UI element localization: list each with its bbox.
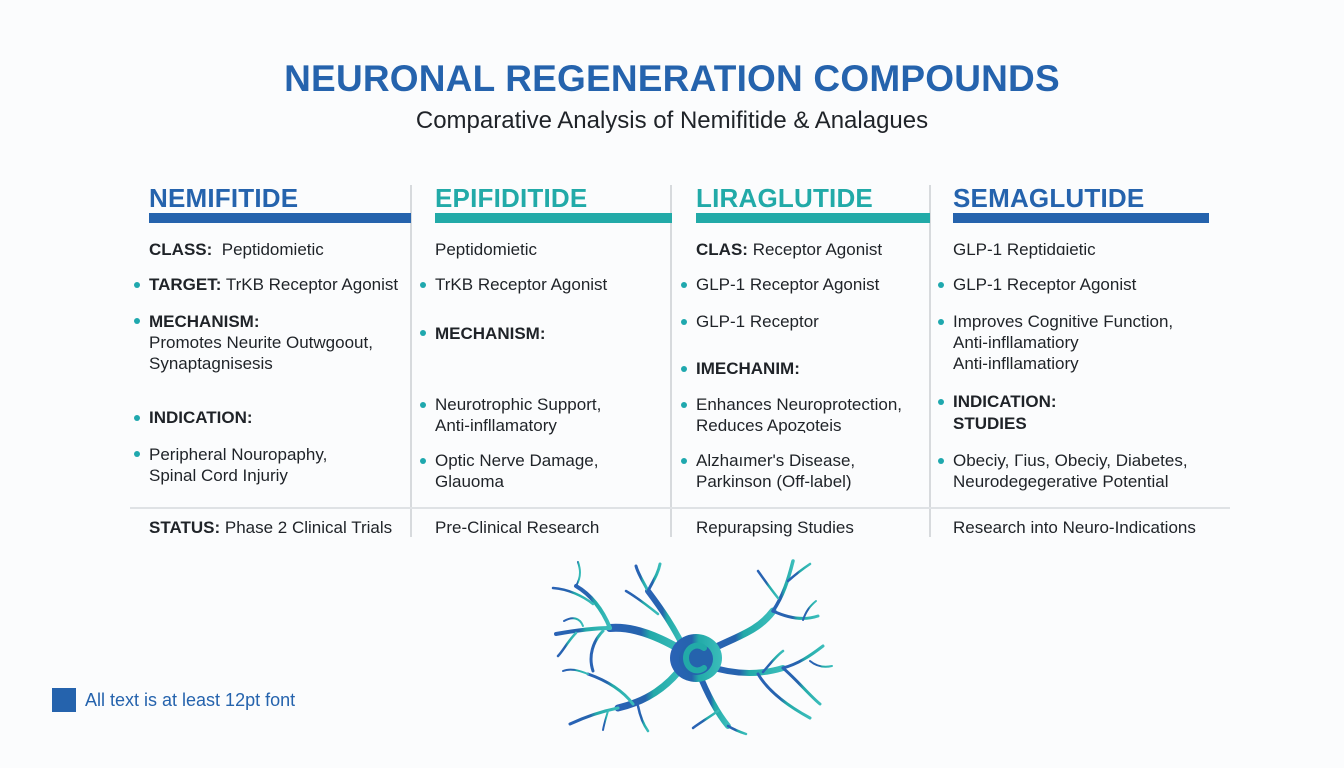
bullet-icon [420,330,426,336]
column-divider [670,185,672,537]
column-header: SEMAGLUTIDE [953,183,1145,213]
status-value: Pre-Clinical Research [435,518,600,537]
column-divider [929,185,931,537]
indication-line: Alzhaımer's Disease, [696,451,856,470]
bullet-icon [134,415,140,421]
mechanism-label: IMECHANIM: [696,359,800,378]
bullet-icon [134,282,140,288]
column-header-bar [696,213,930,223]
column-divider [410,185,412,537]
target-row: TARGET: TrKB Receptor Agonist [149,274,398,295]
target-value: GLP-1 Receptor [696,312,819,331]
class-label: CLAS: [696,240,748,259]
bullet-icon [938,319,944,325]
status-value: Repurapsing Studies [696,518,854,537]
effect-line: Reduces Apoȥoteis [696,416,842,435]
bullet-icon [681,402,687,408]
indication-line: Optic Nerve Damage, [435,451,599,470]
effect-line: Neurotrophic Support, [435,395,602,414]
column-header-bar [953,213,1209,223]
bullet-icon [420,402,426,408]
bullet-icon [938,458,944,464]
indication-label: INDICATION: [149,408,253,427]
indication-label: INDICATION: [953,392,1057,411]
indication-line: Obeciy, Γius, Obeciy, Diabetes, [953,451,1188,470]
target-value: GLP-1 Receptor Agonist [953,275,1137,294]
font-size-note: All text is at least 12pt font [52,688,295,712]
class-row: CLASS: Peptidomietic [149,239,324,260]
bullet-icon [681,458,687,464]
mechanism-label: MECHANISM: [435,324,546,343]
effect-line: Anti-infllamatory [435,416,557,435]
bullet-icon [420,282,426,288]
status-row: STATUS: Phase 2 Clinical Trials [149,518,392,538]
bullet-icon [134,451,140,457]
mechanism-label: MECHANISM: [149,312,260,331]
bullet-icon [420,458,426,464]
indication-line: Neurodegegerative Potential [953,472,1169,491]
status-value: Research into Neuro-Indications [953,518,1196,537]
class-value: Receptor Agonist [752,240,883,259]
indication-line: Spinal Cord Injuriy [149,466,288,485]
page-title: NEURONAL REGENERATION COMPOUNDS [284,58,1060,99]
legend-text: All text is at least 12pt font [85,689,296,710]
legend-swatch [52,688,76,712]
class-row: CLAS: Receptor Agonist [696,239,882,260]
mechanism-line: Synaptagnisesis [149,354,273,373]
class-value: Peptidomietic [435,240,538,259]
indication-line: Peripheral Nouropaphy, [149,445,328,464]
mechanism-line: Promotes Neurite Outwgoout, [149,333,373,352]
column-header-bar [435,213,672,223]
column-header: NEMIFITIDE [149,183,299,213]
bullet-icon [938,399,944,405]
neuron-icon [551,559,833,736]
bullet-icon [134,318,140,324]
target-value: GLP-1 Receptor Agonist [696,275,880,294]
target-label: TARGET: [149,275,222,294]
effect-line: Enhances Neuroprotection, [696,395,903,414]
indication-line: Parkinson (Off-label) [696,472,852,491]
indication-line: Glauoma [435,472,504,491]
target-value: TrKB Receptor Agonist [225,275,399,294]
page-subtitle: Comparative Analysis of Nemifitide & Ana… [415,107,929,134]
bullet-icon [681,282,687,288]
column-header: EPIFIDITIDE [435,183,588,213]
column-header-bar [149,213,411,223]
effect-line: Anti-infllamatiory [953,354,1079,373]
target-value: TrKB Receptor Agonist [435,275,608,294]
class-value: GLP-1 Reptidɑietic [953,240,1096,259]
bullet-icon [938,282,944,288]
class-label: CLASS: [149,240,213,259]
effect-line: Improves Cognitive Function, [953,312,1174,331]
column-header: LIRAGLUTIDE [696,183,873,213]
bullet-icon [681,366,687,372]
indication-label: STUDIES [953,414,1027,433]
status-value: Phase 2 Clinical Trials [224,518,393,537]
status-label: STATUS: [149,518,221,537]
class-value: Peptidomietic [221,240,324,259]
status-row-divider [130,507,1230,509]
bullet-icon [681,319,687,325]
effect-line: Anti-infllamatiory [953,333,1079,352]
